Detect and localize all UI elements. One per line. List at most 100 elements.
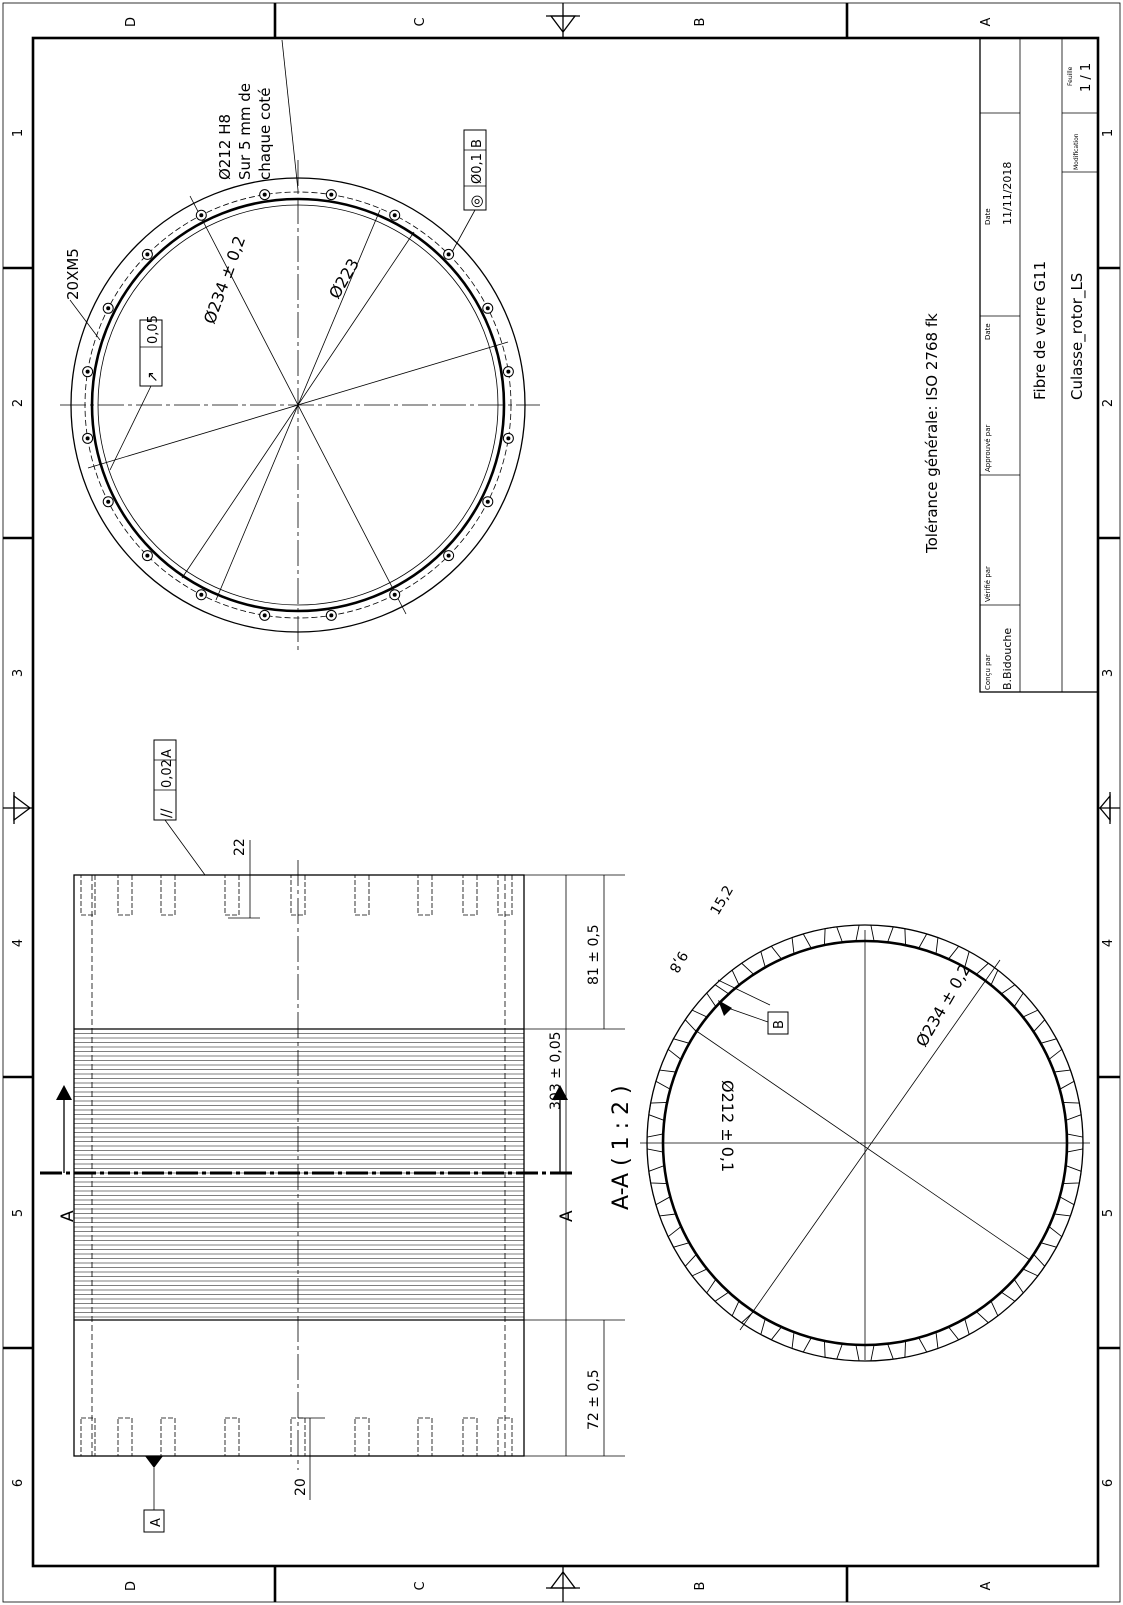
checked-by-label: Vérifié par: [984, 566, 992, 602]
section-view: A-A ( 1 : 2 ) Ø212 ± 0,1 Ø234 ± 0,2 15,2…: [609, 883, 1090, 1362]
slot-mark: [497, 874, 513, 916]
slot-mark: [354, 1417, 370, 1457]
bolt-hole-center: [85, 436, 90, 441]
dia-212-label: Ø212 ± 0,1: [718, 1080, 737, 1172]
centering-mark-top: [546, 3, 580, 38]
zone-number-right: 2: [1101, 399, 1116, 407]
zone-letter-bottom: A: [979, 1581, 994, 1590]
tooth: [655, 1069, 677, 1090]
tooth: [646, 1133, 664, 1153]
tooth: [855, 1344, 875, 1362]
bolt-hole-center: [85, 369, 90, 374]
zone-letter-bottom: C: [413, 1581, 428, 1590]
date-label: Date: [984, 208, 992, 225]
approved-by-label: Approuvé par: [984, 424, 992, 472]
dia-234-label: Ø234 ± 0,2: [912, 961, 975, 1050]
zone-number-right: 6: [1101, 1479, 1116, 1487]
concentricity-value: Ø0,1: [470, 153, 485, 184]
material-name: Fibre de verre G11: [1031, 261, 1049, 400]
slot-mark: [117, 1417, 133, 1457]
tooth: [760, 1318, 783, 1341]
tooth: [975, 1300, 999, 1324]
tooth: [731, 962, 755, 986]
bolt-hole-center: [329, 613, 334, 618]
tooth-ring: [646, 924, 1084, 1362]
datum-a: A: [149, 1518, 164, 1527]
bolt-hole-center: [506, 436, 511, 441]
tooth: [1000, 984, 1024, 1008]
slot-mark: [417, 874, 433, 916]
bolt-hole-center: [262, 613, 267, 618]
tooth: [823, 926, 844, 946]
concentricity-datum: B: [470, 139, 485, 148]
slot-mark: [290, 874, 306, 916]
tooth: [1040, 1038, 1063, 1061]
tooth: [1022, 1009, 1046, 1033]
sheet-number: 1 / 1: [1079, 63, 1094, 92]
slot-marks: [80, 874, 513, 1457]
tooth: [975, 962, 999, 986]
dia-234-label: Ø234 ± 0,2: [200, 233, 249, 326]
datum-a-marker: A: [143, 1456, 165, 1533]
slot-mark: [224, 1417, 240, 1457]
parallelism-datum: A: [160, 749, 175, 758]
dim-22: 22: [232, 838, 248, 856]
slot-mark: [354, 874, 370, 916]
concentricity-control-frame: B Ø0,1 ◎: [451, 129, 487, 253]
tooth: [918, 1331, 939, 1353]
tooth: [918, 933, 939, 955]
tooth: [886, 926, 907, 946]
bolt-hole-center: [329, 192, 334, 197]
tooth: [731, 1300, 755, 1324]
dia-212-label: Ø212 H8: [216, 114, 234, 180]
bolt-hole-center: [392, 592, 397, 597]
dim-20: 20: [293, 1478, 309, 1496]
tooth: [947, 945, 970, 968]
bolt-hole-center: [262, 192, 267, 197]
bolt-hole-center: [446, 252, 451, 257]
tooth: [1062, 1101, 1082, 1122]
designed-by: B.Bidouche: [1001, 628, 1014, 690]
zone-number-right: 4: [1101, 939, 1116, 947]
hole-pattern-label: 20XM5: [64, 248, 82, 300]
section-arrow-left: A: [56, 1085, 78, 1222]
bolt-hole-center: [506, 369, 511, 374]
part-name: Culasse_rotor_LS: [1068, 273, 1087, 400]
runout-control-frame: ↗ 0,05: [109, 315, 163, 471]
dim-81: 81 ± 0,5: [586, 924, 602, 985]
tooth: [1062, 1164, 1082, 1185]
parallelism-control-frame: A 0,02 //: [153, 739, 206, 876]
dim-72: 72 ± 0,5: [586, 1369, 602, 1430]
parallelism-value: 0,02: [160, 759, 175, 788]
zone-letter-bottom: D: [124, 1581, 139, 1591]
zone-number-left: 3: [11, 669, 26, 677]
tooth: [791, 933, 812, 955]
tooth: [667, 1225, 690, 1248]
bolt-hole-center: [145, 252, 150, 257]
section-title: A-A ( 1 : 2 ): [609, 1085, 634, 1210]
bolt-hole-center: [106, 306, 111, 311]
zone-number-left: 4: [11, 939, 26, 947]
tooth: [823, 1340, 844, 1360]
tooth: [1053, 1196, 1075, 1217]
general-tolerance-note: Tolérance générale: ISO 2768 fk: [923, 313, 941, 554]
bolt-hole-center: [199, 592, 204, 597]
zone-number-right: 3: [1101, 669, 1116, 677]
datum-b: B: [772, 1020, 787, 1029]
tooth: [855, 924, 875, 942]
bolt-hole-center: [106, 499, 111, 504]
tooth: [706, 984, 730, 1008]
section-arrow-right: A: [552, 1085, 577, 1222]
sheet-label: Feuille: [1067, 66, 1074, 86]
bolt-hole-pattern: [82, 189, 514, 621]
top-view: 20XM5 Ø212 H8 Sur 5 mm de chaque coté Ø2…: [60, 39, 540, 650]
tooth: [1040, 1225, 1063, 1248]
note-line-2: chaque coté: [256, 87, 274, 180]
centering-mark-left: [3, 792, 33, 824]
tooth: [791, 1331, 812, 1353]
date-label: Date: [984, 323, 992, 340]
centering-mark-bottom: [546, 1566, 580, 1602]
zone-number-left: 2: [11, 399, 26, 407]
zone-letter-top: C: [413, 17, 428, 26]
